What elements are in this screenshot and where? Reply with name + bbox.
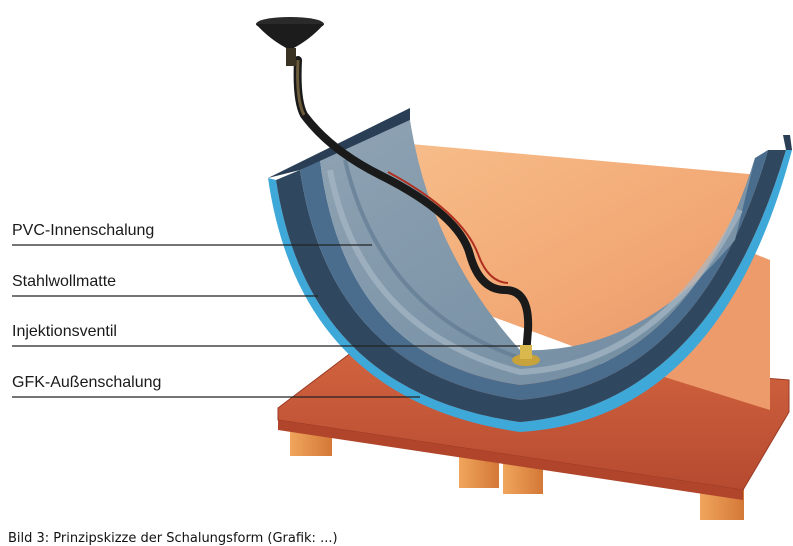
figure-caption: Bild 3: Prinzipskizze der Schalungsform … — [8, 531, 338, 546]
label-injektionsventil: Injektionsventil — [12, 323, 117, 341]
label-gfk-aussenschalung: GFK-Außenschalung — [12, 374, 161, 392]
label-pvc-innenschalung: PVC-Innenschalung — [12, 222, 154, 240]
funnel-icon — [256, 17, 324, 66]
label-stahlwollmatte: Stahlwollmatte — [12, 273, 116, 291]
